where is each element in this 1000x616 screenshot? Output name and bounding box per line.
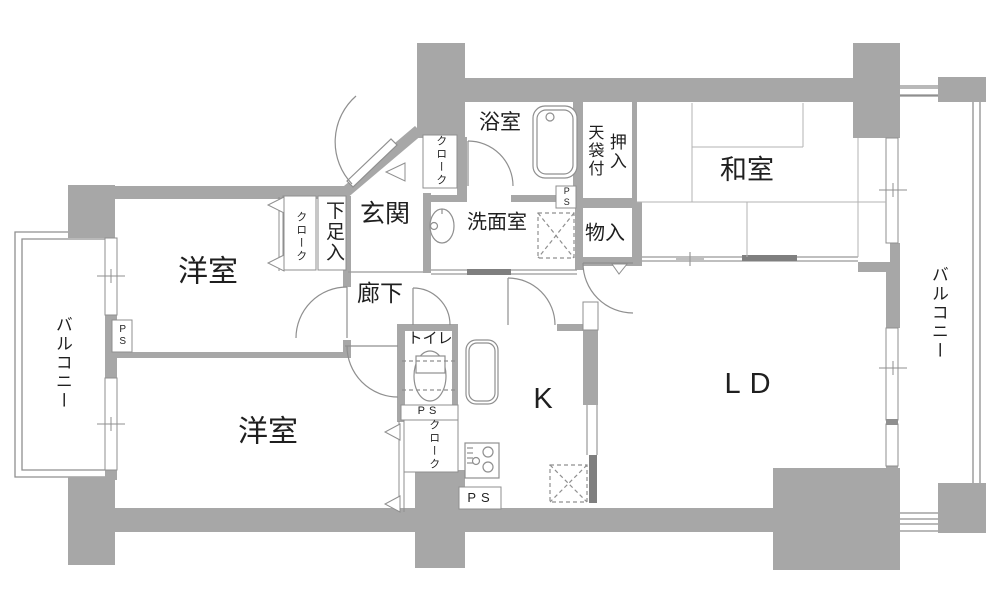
front-door-leaf <box>346 138 398 188</box>
room-label-toilet: トイレ <box>407 330 453 348</box>
closet-box-entrance <box>422 134 458 189</box>
ps-box-washroom <box>555 185 577 209</box>
entrance-diagonal-wall <box>331 126 423 205</box>
left-balcony-rail-inner <box>21 238 107 471</box>
room-label-western-2: 洋室 <box>238 415 298 449</box>
ps-box-left <box>111 319 133 353</box>
room-label-storage: 物入 <box>585 222 625 245</box>
bifold-arrow-icon <box>266 196 285 214</box>
label-ps-washroom: PS <box>561 186 572 208</box>
label-closet-western1: クローク <box>294 211 307 263</box>
bottom-wall <box>113 508 898 532</box>
cabinet-boxes <box>111 134 599 510</box>
balcony-pillar-top-right <box>938 77 986 102</box>
toilet-door-arc <box>412 287 451 326</box>
label-ps-kitchen: PS <box>467 490 495 506</box>
top-wall <box>460 78 857 102</box>
pillar-bottom-left <box>68 477 115 565</box>
room-label-entrance: 玄関 <box>359 199 411 228</box>
tatami-lines <box>637 103 886 257</box>
label-closet-top-shelf: 天袋付 <box>585 124 603 178</box>
walls <box>68 43 986 570</box>
western2-door-arc <box>346 345 399 398</box>
storage-door-arrow-icon <box>611 263 629 275</box>
pillar-top-right <box>853 43 900 138</box>
label-ps-toilet: PS <box>417 405 441 418</box>
ps-box-toilet <box>400 404 459 421</box>
bath-door-arc <box>467 140 514 187</box>
washer-space-icon <box>537 212 575 259</box>
room-label-kitchen: K <box>533 382 553 415</box>
pillar-entrance <box>417 43 465 138</box>
label-ps-left: PS <box>117 324 129 348</box>
kitchen-door-arc <box>507 277 556 326</box>
room-label-hallway: 廊下 <box>357 279 403 306</box>
toilet-icon <box>402 350 455 402</box>
balcony-pillar-bottom-right <box>938 483 986 533</box>
label-futon-closet: 押入 <box>606 133 626 171</box>
window-center-marks <box>97 183 907 431</box>
bifold-arrow-icon <box>384 162 406 182</box>
right-balcony-rail-inner <box>898 94 974 525</box>
fridge-space-icon <box>549 464 588 503</box>
washbasin-icon <box>429 208 455 244</box>
ld-door-arc <box>582 262 634 314</box>
fixtures <box>402 105 588 503</box>
closet-box-western2 <box>403 417 459 473</box>
room-label-ld: LD <box>724 367 780 400</box>
pillar-bottom-right <box>773 468 900 570</box>
ps-box-kitchen <box>458 486 502 510</box>
stove-icon <box>464 442 500 479</box>
window-ld-lower <box>885 423 899 467</box>
closet-box-western1 <box>282 195 317 271</box>
swing-doors <box>295 95 634 398</box>
western1-door-arc <box>295 286 348 339</box>
room-label-washroom: 洗面室 <box>467 211 527 234</box>
bifold-doors <box>266 162 629 513</box>
front-door-arc <box>334 95 357 185</box>
window-ld-upper <box>885 327 899 421</box>
bathtub-icon <box>532 105 578 179</box>
label-balcony-left: バルコニー <box>52 315 72 411</box>
label-closet-entrance: クローク <box>434 135 447 187</box>
bifold-arrow-icon <box>383 423 401 441</box>
washroom-slider <box>467 269 511 275</box>
label-shoe-cabinet: 下足入 <box>322 200 344 264</box>
room-label-bath: 浴室 <box>479 110 521 134</box>
kitchen-sink-icon <box>465 339 499 405</box>
bifold-arrow-icon <box>383 495 401 513</box>
sliding-panels <box>467 255 797 503</box>
kitchen-slider <box>589 455 597 503</box>
room-label-western-1: 洋室 <box>178 255 238 289</box>
shoe-cabinet-box <box>317 195 347 271</box>
room-label-japanese: 和室 <box>720 154 774 185</box>
left-balcony-rail-outer <box>14 231 107 478</box>
bifold-arrow-icon <box>266 254 285 272</box>
kitchen-wall-cap <box>582 301 599 331</box>
label-balcony-right: バルコニー <box>928 265 948 361</box>
japanese-room-slider <box>742 255 797 261</box>
label-closet-western2: クローク <box>427 419 440 471</box>
